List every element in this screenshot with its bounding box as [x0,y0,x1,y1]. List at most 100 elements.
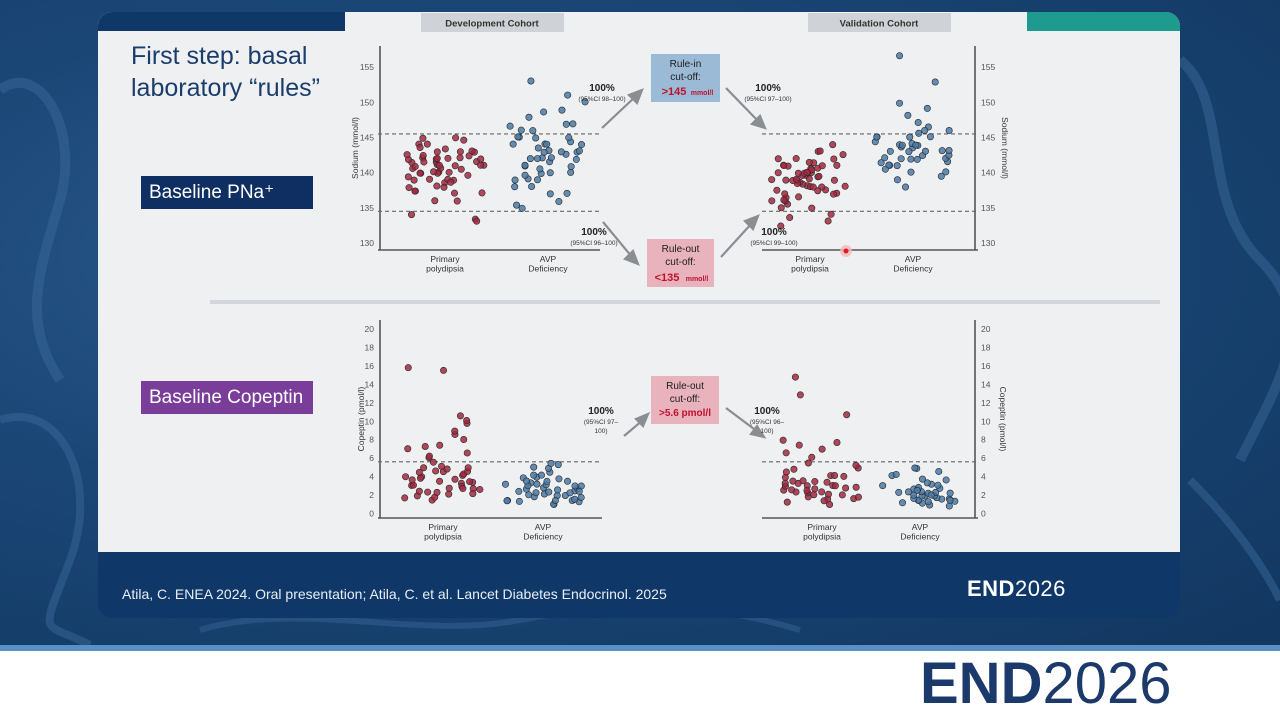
data-point [415,468,423,476]
data-point [839,151,847,159]
data-point [879,482,887,490]
data-point [926,133,934,141]
x-tick-label: AVP [905,254,922,264]
na-val-in-pct: 100% [755,83,781,94]
data-point [799,477,807,485]
data-point [440,183,448,191]
data-point [829,141,837,149]
data-point [946,496,954,504]
y-tick-label: 16 [981,361,991,371]
data-point [914,119,922,127]
data-point [521,161,529,169]
data-point [546,190,554,198]
data-point [897,155,905,163]
y-tick-label: 14 [365,379,375,389]
data-point [464,171,472,179]
data-point [528,183,536,191]
data-point [877,159,885,167]
data-point [536,165,544,173]
data-point [463,449,471,457]
section-divider [210,300,1160,304]
data-point [534,176,542,184]
ruleout-na-value: <135 [655,272,680,284]
header-bar-right [1027,12,1180,31]
data-point [420,464,428,472]
data-point [545,488,553,496]
data-point [786,214,794,222]
data-point [795,193,803,201]
data-point [411,163,419,171]
data-point [530,463,538,471]
x-tick-label: Deficiency [528,264,568,274]
data-point [523,477,531,485]
arrow-val-ruleout [720,222,753,258]
data-point [421,442,429,450]
data-point [572,155,580,163]
data-point [921,126,929,134]
data-point [781,479,789,487]
data-point [513,201,521,209]
data-point [791,373,799,381]
data-point [575,147,583,155]
data-point [433,182,441,190]
logo-year-text: 2026 [1014,576,1066,601]
y-tick-label: 18 [365,343,375,353]
data-point [476,485,484,493]
data-point [530,471,538,479]
ruleout-cop-box [651,376,719,424]
ruleout-cop-line2: cut-off: [670,394,700,405]
x-tick-label: polydipsia [424,532,462,542]
rulein-line1: Rule-in [670,59,702,70]
data-point [820,497,828,505]
y-tick-label: 2 [981,490,986,500]
data-point [419,134,427,142]
data-point [436,441,444,449]
y-axis-label: Sodium (mmol/l) [350,117,360,179]
data-point [571,482,579,490]
data-point [913,486,921,494]
data-point [451,162,459,170]
data-point [794,169,802,177]
data-point [885,161,893,169]
y-tick-label: 10 [981,416,991,426]
data-point [774,169,782,177]
data-point [466,478,474,486]
data-point [774,155,782,163]
data-point [415,487,423,495]
ruleout-cop-value: >5.6 pmol/l [659,408,711,419]
cop-dev-pct: 100% [588,406,614,417]
y-tick-label: 150 [360,97,374,107]
data-point [529,127,537,135]
y-tick-label: 130 [981,238,995,248]
data-point [509,140,517,148]
x-tick-label: Primary [428,522,458,532]
data-point [563,189,571,197]
data-point [540,108,548,116]
data-point [430,168,438,176]
y-tick-label: 6 [981,453,986,463]
data-point [445,168,453,176]
data-point [852,461,860,469]
arrow-dev-cop-head [634,411,651,428]
data-point [432,467,440,475]
data-point [445,490,453,498]
y-tick-label: 145 [360,132,374,142]
data-point [805,158,813,166]
data-point [443,465,451,473]
data-point [558,106,566,114]
data-point [511,183,519,191]
data-point [433,154,441,162]
y-tick-label: 10 [365,416,375,426]
data-point [423,140,431,148]
data-point [547,154,555,162]
ruleout-na-unit: mmol/l [686,276,709,283]
data-point [578,141,586,149]
data-point [577,493,585,501]
dev-cohort-header: Development Cohort [445,19,539,30]
ruleout-na-line1: Rule-out [662,244,700,255]
val-cohort-header-box [808,13,951,32]
data-point [533,155,541,163]
data-point [503,497,511,505]
data-point [777,222,785,230]
